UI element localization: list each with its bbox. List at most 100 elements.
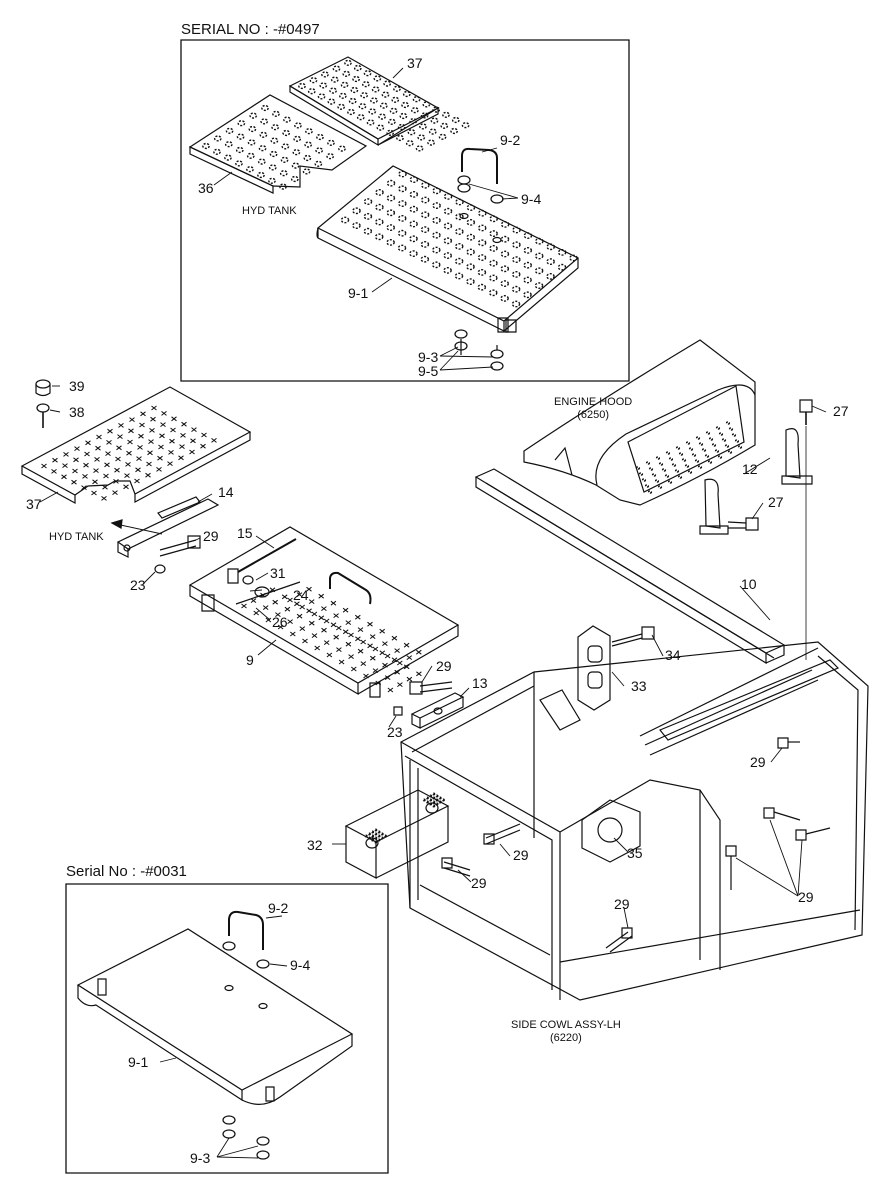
perforation-hole: [94, 469, 99, 473]
perforation-hole: [375, 841, 377, 843]
perforation-hole: [490, 231, 497, 236]
perforation-hole: [513, 242, 520, 247]
perforation-hole: [315, 161, 321, 166]
perforation-hole: [159, 445, 164, 449]
perforation-hole: [380, 651, 385, 655]
perforation-hole: [423, 102, 429, 107]
part-label: 27: [768, 494, 784, 510]
perforation-hole: [706, 455, 709, 457]
perforation-hole: [140, 423, 145, 427]
part-label: 29: [471, 875, 487, 891]
perforation-hole: [441, 123, 447, 128]
perforation-hole: [421, 242, 428, 247]
part-label: 12: [742, 461, 758, 477]
perforation-hole: [102, 496, 107, 500]
perforation-hole: [399, 171, 406, 176]
top-mat-36-holes: [203, 106, 345, 189]
perforation-hole: [119, 423, 124, 427]
perforation-hole: [269, 178, 275, 183]
perforation-hole: [398, 245, 405, 250]
perforation-hole: [275, 613, 280, 617]
hyd-tank-arrow: [116, 524, 162, 534]
perforation-hole: [254, 611, 259, 615]
top-step-plate-9-1: [317, 166, 578, 332]
top-mat-37-holes: [299, 60, 469, 150]
perforation-hole: [328, 140, 334, 145]
perforation-hole: [369, 109, 375, 114]
perforation-hole: [343, 608, 348, 612]
perforation-hole: [373, 87, 379, 92]
perforation-hole: [334, 614, 339, 618]
perforation-hole: [547, 244, 554, 249]
perforation-hole: [249, 127, 255, 132]
perforation-hole: [125, 474, 130, 478]
perforation-hole: [422, 183, 429, 188]
perforation-hole: [429, 795, 431, 797]
perforation-hole: [105, 463, 110, 467]
perforation-hole: [368, 644, 373, 648]
perforation-hole: [389, 119, 395, 124]
perforation-hole: [490, 246, 497, 251]
perforation-hole: [501, 251, 508, 256]
perforation-hole: [333, 66, 339, 71]
perforation-hole: [428, 140, 434, 145]
perforation-hole: [353, 223, 360, 228]
perforation-hole: [310, 78, 316, 83]
perforation-hole: [309, 600, 314, 604]
perforation-hole: [319, 594, 324, 598]
perforation-hole: [42, 464, 47, 468]
perforation-hole: [83, 474, 88, 478]
perforation-hole: [305, 142, 311, 147]
part-label: 9-1: [128, 1054, 149, 1070]
perforation-hole: [456, 229, 463, 234]
perforation-hole: [719, 456, 722, 458]
perforation-hole: [689, 471, 692, 473]
perforation-hole: [381, 837, 383, 839]
perforation-hole: [399, 216, 406, 221]
perforation-hole: [524, 277, 531, 282]
mid-step-plate-9: [190, 527, 458, 697]
perforation-hole: [62, 475, 67, 479]
bottom-nuts-9-3: [223, 1116, 269, 1159]
perforation-hole: [306, 129, 312, 134]
perforation-hole: [72, 480, 77, 484]
perforation-hole: [659, 486, 662, 488]
perforation-hole: [248, 153, 254, 158]
perforation-hole: [378, 839, 380, 841]
perforation-hole: [726, 445, 729, 447]
perforation-hole: [444, 268, 451, 273]
perforation-hole: [324, 641, 329, 645]
perforation-hole: [490, 216, 497, 221]
perforation-hole: [456, 244, 463, 249]
perforation-hole: [324, 619, 329, 623]
perforation-hole: [407, 656, 412, 660]
perforation-hole: [364, 199, 371, 204]
perforation-hole: [399, 201, 406, 206]
perforation-hole: [733, 434, 736, 436]
perforation-hole: [135, 479, 140, 483]
perforation-hole: [387, 181, 394, 186]
perforation-hole: [355, 615, 360, 619]
leader-lines: [40, 68, 826, 1158]
perforation-hole: [358, 628, 363, 632]
perforation-hole: [467, 220, 474, 225]
perforation-hole: [260, 132, 266, 137]
perforation-hole: [410, 236, 417, 241]
perforation-hole: [399, 125, 405, 130]
engine-hood-label: ENGINE HOOD: [554, 396, 633, 408]
perforation-hole: [421, 227, 428, 232]
perforation-hole: [647, 462, 650, 464]
part-label: 29: [203, 528, 219, 544]
perforation-hole: [236, 161, 242, 166]
perforation-hole: [147, 462, 152, 466]
perforation-hole: [148, 451, 153, 455]
perforation-hole: [410, 192, 417, 197]
perforation-hole: [392, 636, 397, 640]
perforation-hole: [334, 635, 339, 639]
perforation-hole: [444, 209, 451, 214]
perforation-hole: [300, 627, 305, 631]
hyd-tank-caption-top: HYD TANK: [242, 205, 297, 217]
perforation-hole: [322, 628, 327, 632]
part-label: 24: [293, 587, 309, 603]
